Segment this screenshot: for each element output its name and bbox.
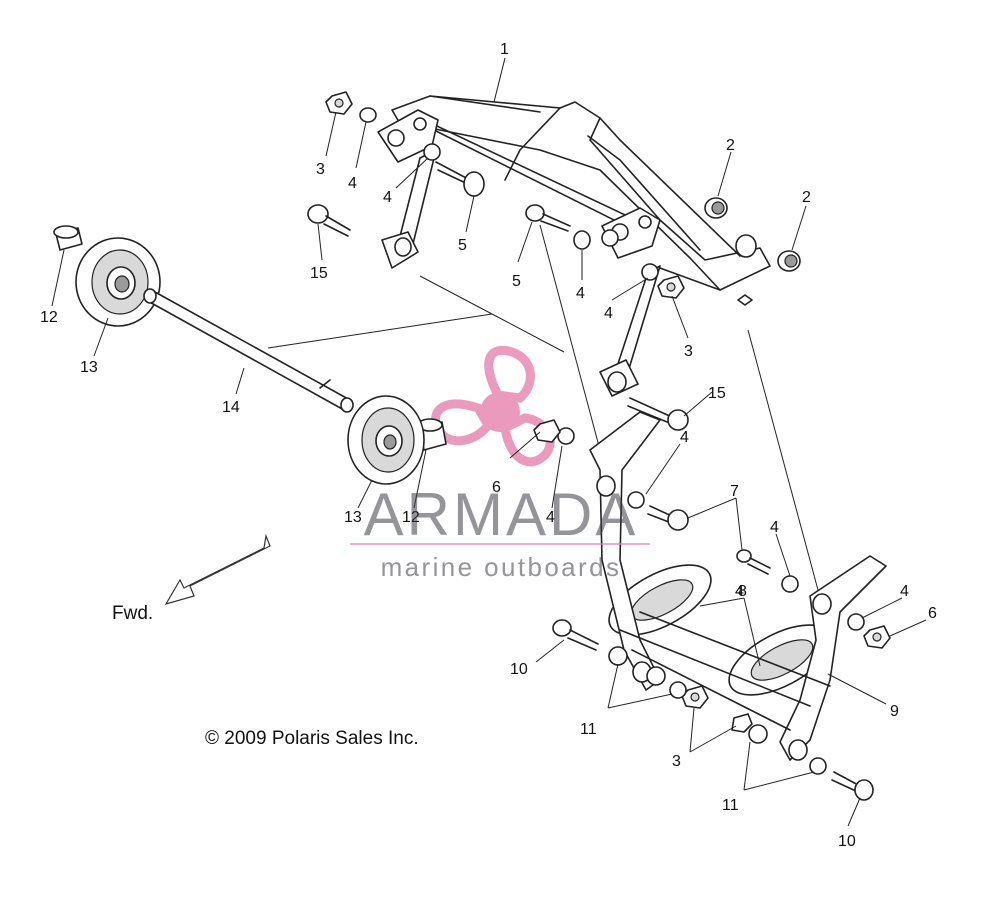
part-7-bolt (647, 505, 771, 575)
callout-11: 11 (722, 797, 739, 814)
forward-arrow-icon (164, 533, 271, 605)
part-6-nut-upper (533, 419, 561, 443)
callout-4: 4 (576, 285, 585, 302)
part-3-nut-upper (325, 91, 353, 115)
callout-4: 4 (546, 509, 555, 526)
callout-4: 4 (770, 519, 779, 536)
callout-3: 3 (684, 343, 693, 360)
part-6-nut-lower (863, 625, 891, 649)
part-2-cap-plug-lower (777, 250, 801, 272)
callout-8: 8 (738, 583, 747, 600)
part-13-idler-wheel-right (347, 395, 425, 485)
part-15-bolt-lower (627, 397, 689, 431)
part-14-axle (143, 288, 354, 413)
callout-1: 1 (500, 41, 509, 58)
callout-12: 12 (40, 309, 58, 326)
part-2-cap-plug-upper (704, 197, 728, 219)
alignment-lines (267, 224, 819, 591)
callout-14: 14 (222, 399, 240, 416)
forward-direction-label: Fwd. (112, 603, 154, 624)
copyright-notice: © 2009 Polaris Sales Inc. (205, 728, 419, 749)
watermark-propeller-icon (431, 345, 555, 467)
callout-10: 10 (838, 833, 856, 850)
callout-labels: 1 2 2 3 3 3 4 4 4 4 4 4 4 4 4 5 5 6 6 7 … (40, 41, 937, 850)
watermark-divider (350, 543, 650, 545)
callout-2: 2 (726, 137, 735, 154)
callout-9: 9 (890, 703, 899, 720)
callout-3: 3 (316, 161, 325, 178)
callout-4: 4 (604, 305, 613, 322)
part-12-spacer-left (53, 225, 83, 251)
callout-7: 7 (730, 483, 739, 500)
callout-6: 6 (492, 479, 501, 496)
part-15-bolt-upper (307, 204, 351, 237)
part-4-bushings (359, 107, 865, 631)
part-13-idler-wheel-left (75, 237, 161, 327)
callout-4: 4 (735, 583, 744, 600)
callout-6: 6 (928, 605, 937, 622)
callout-15: 15 (310, 265, 328, 282)
callout-11: 11 (580, 721, 597, 738)
part-12-spacer-right (417, 418, 447, 451)
part-3-nut-lower-b (731, 713, 753, 733)
callout-4: 4 (900, 583, 909, 600)
callout-10: 10 (510, 661, 528, 678)
part-10-bolt-upper (552, 619, 599, 651)
part-11-bushings (608, 646, 827, 775)
callout-4: 4 (680, 429, 689, 446)
callout-13: 13 (80, 359, 98, 376)
callout-12: 12 (402, 509, 420, 526)
part-10-bolt-lower (831, 771, 874, 801)
callout-4: 4 (348, 175, 357, 192)
callout-5: 5 (458, 237, 467, 254)
callout-2: 2 (802, 189, 811, 206)
part-3-nut-mid (657, 275, 685, 299)
part-5-pin-upper (435, 161, 485, 197)
callout-13: 13 (344, 509, 362, 526)
part-5-bolt-lower (525, 204, 571, 232)
callout-5: 5 (512, 273, 521, 290)
watermark-brand-name: ARMADA (363, 481, 639, 548)
watermark-tagline: marine outboards (380, 552, 622, 582)
callout-3: 3 (672, 753, 681, 770)
callout-15: 15 (708, 385, 726, 402)
callout-4: 4 (383, 189, 392, 206)
callout-leaders (51, 57, 927, 827)
